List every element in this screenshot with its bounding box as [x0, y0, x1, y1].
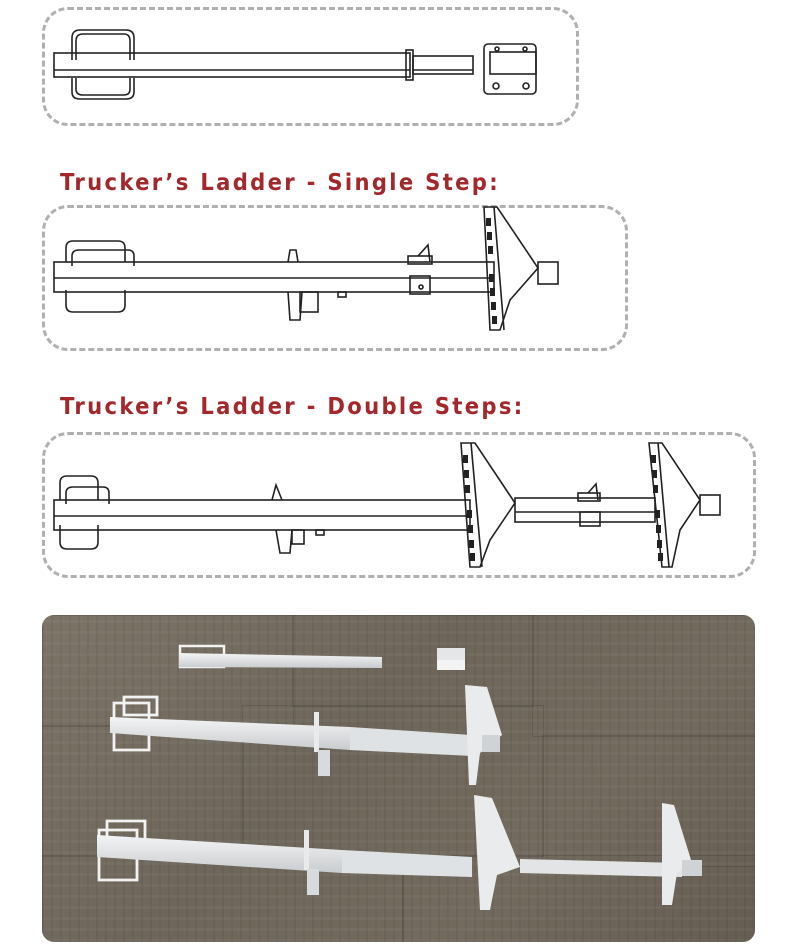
heading-single-step: Trucker’s Ladder - Single Step: [60, 170, 500, 196]
photo-double-steps [97, 795, 702, 910]
heading-double-steps: Trucker’s Ladder - Double Steps: [60, 394, 525, 420]
panel-single-step [42, 205, 628, 351]
panel-double-steps [42, 432, 756, 578]
panel-base-kit [42, 7, 579, 126]
product-photo [42, 615, 755, 942]
photo-base-kit [178, 644, 465, 670]
photo-ladders [97, 644, 702, 910]
photo-single-step [110, 685, 502, 785]
